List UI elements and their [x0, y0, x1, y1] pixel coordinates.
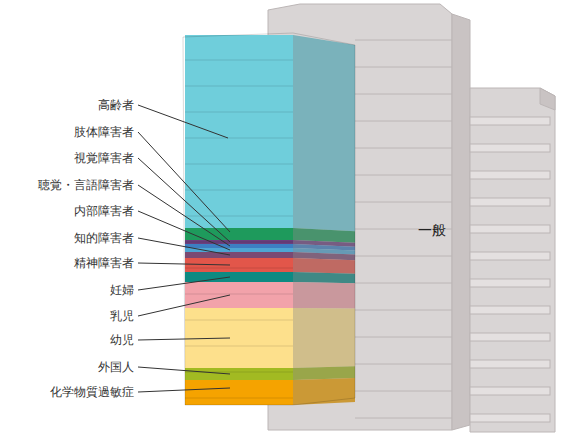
- balcony: [470, 279, 550, 287]
- group-label: 内部障害者: [74, 204, 134, 218]
- floor-line: [355, 256, 452, 257]
- slab-line: [185, 112, 293, 113]
- floor-lines: [355, 40, 550, 422]
- balcony: [470, 360, 550, 368]
- slab-line: [185, 86, 293, 87]
- floor-line: [355, 121, 452, 122]
- group-label: 知的障害者: [74, 231, 134, 245]
- band-side: [293, 378, 355, 405]
- floor-line: [355, 283, 452, 284]
- balcony: [470, 225, 550, 233]
- general-building: [268, 4, 555, 432]
- group-label: 乳児: [110, 309, 134, 323]
- floor-line: [355, 337, 452, 338]
- floor-line: [355, 94, 452, 95]
- slab-line: [185, 294, 293, 295]
- balcony: [470, 198, 550, 206]
- group-label: 肢体障害者: [74, 125, 134, 139]
- band-side: [293, 366, 355, 380]
- slab-line: [185, 346, 293, 347]
- band-side: [293, 308, 355, 368]
- balcony: [470, 171, 550, 179]
- leader-line: [138, 158, 230, 242]
- leader-line: [138, 277, 230, 290]
- floor-band: [185, 258, 293, 272]
- slab-line: [185, 398, 293, 399]
- slab-line: [185, 164, 293, 165]
- group-label: 外国人: [98, 360, 134, 374]
- band-side: [293, 35, 355, 231]
- band-side: [293, 272, 355, 283]
- leader-line: [138, 185, 230, 246]
- balcony: [470, 144, 550, 152]
- floor-line: [355, 175, 452, 176]
- slab-line: [185, 190, 293, 191]
- wing-roof: [540, 88, 555, 110]
- leader-line: [138, 295, 230, 316]
- tower-body: [268, 4, 452, 430]
- balcony: [470, 117, 550, 125]
- leader-line: [138, 211, 230, 250]
- floor-band: [185, 35, 293, 228]
- group-label: 化学物質過敏症: [50, 385, 134, 399]
- leader-line: [138, 367, 230, 374]
- floor-line: [355, 391, 452, 392]
- region-label: 一般: [418, 223, 446, 237]
- wing-body: [470, 88, 555, 432]
- floor-line: [355, 418, 452, 419]
- group-label: 高齢者: [98, 98, 134, 112]
- balcony: [470, 333, 550, 341]
- floor-line: [355, 202, 452, 203]
- group-label: 妊婦: [110, 283, 134, 297]
- slab-line: [185, 60, 293, 61]
- balcony: [470, 414, 550, 422]
- floor-line: [355, 40, 452, 41]
- group-label: 視覚障害者: [74, 151, 134, 165]
- leader-line: [138, 238, 230, 255]
- floor-band: [185, 380, 293, 405]
- leader-line: [138, 105, 228, 138]
- tower-side: [452, 14, 470, 430]
- balcony: [470, 306, 550, 314]
- slab-line: [185, 138, 293, 139]
- floor-band: [185, 244, 293, 248]
- floor-band: [185, 368, 293, 380]
- floor-line: [355, 310, 452, 311]
- slab-line: [185, 242, 293, 243]
- leader-line: [138, 263, 230, 265]
- floor-band: [185, 272, 293, 282]
- slab-line: [185, 268, 293, 269]
- floor-band: [185, 282, 293, 308]
- band-side: [293, 282, 355, 308]
- leader-line: [138, 338, 230, 340]
- floor-band: [185, 252, 293, 258]
- section-outline: [183, 33, 355, 405]
- balcony: [470, 387, 550, 395]
- balcony: [470, 252, 550, 260]
- group-label: 精神障害者: [74, 256, 134, 270]
- leader-line: [138, 388, 230, 392]
- floor-line: [355, 148, 452, 149]
- floor-band: [185, 308, 293, 368]
- slab-line: [185, 320, 293, 321]
- floor-line: [355, 364, 452, 365]
- group-label: 聴覚・言語障害者: [38, 178, 134, 192]
- floor-bands: [183, 33, 355, 405]
- band-side: [293, 258, 355, 274]
- floor-line: [355, 67, 452, 68]
- group-label: 幼児: [110, 333, 134, 347]
- floor-band: [185, 240, 293, 244]
